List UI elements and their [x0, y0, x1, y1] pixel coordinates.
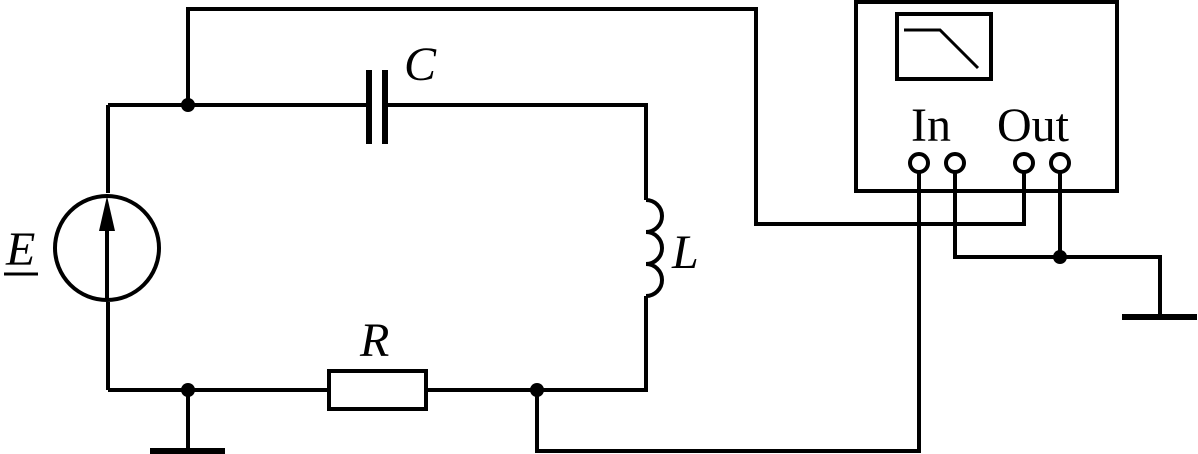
inductor: L [645, 198, 699, 298]
wire-top-right [385, 103, 648, 200]
output-terminal-2 [1049, 152, 1071, 174]
wire-top-probe [186, 7, 1026, 226]
main-loop-wires [106, 103, 648, 392]
resistor-body [327, 369, 428, 411]
source-arrow-head [99, 196, 115, 231]
resistor-label: R [359, 314, 389, 367]
inductor-coil [645, 198, 664, 298]
voltage-source: E [4, 194, 161, 302]
measurement-wires [181, 7, 1162, 453]
capacitor: C [366, 38, 437, 144]
junction-top-left [181, 98, 195, 112]
wire-right-bottom [426, 296, 648, 392]
inductor-label: L [671, 226, 699, 279]
junction-bottom-left [181, 383, 195, 397]
instrument-box [854, 0, 1119, 193]
lowpass-response-icon [904, 28, 980, 70]
output-terminal-1 [1013, 152, 1035, 174]
instrument-display [895, 12, 993, 81]
junction-ground-right [1053, 250, 1067, 264]
ground-left [150, 383, 225, 454]
capacitor-label: C [404, 38, 437, 91]
junction-bottom-right [530, 383, 544, 397]
input-terminal-2 [944, 152, 966, 174]
output-label: Out [997, 99, 1070, 152]
wire-bottom-probe [535, 170, 921, 453]
input-label: In [911, 99, 951, 152]
filter-instrument: In Out [854, 0, 1119, 193]
source-label: E [5, 223, 35, 276]
resistor: R [327, 314, 428, 411]
input-terminal-1 [908, 152, 930, 174]
